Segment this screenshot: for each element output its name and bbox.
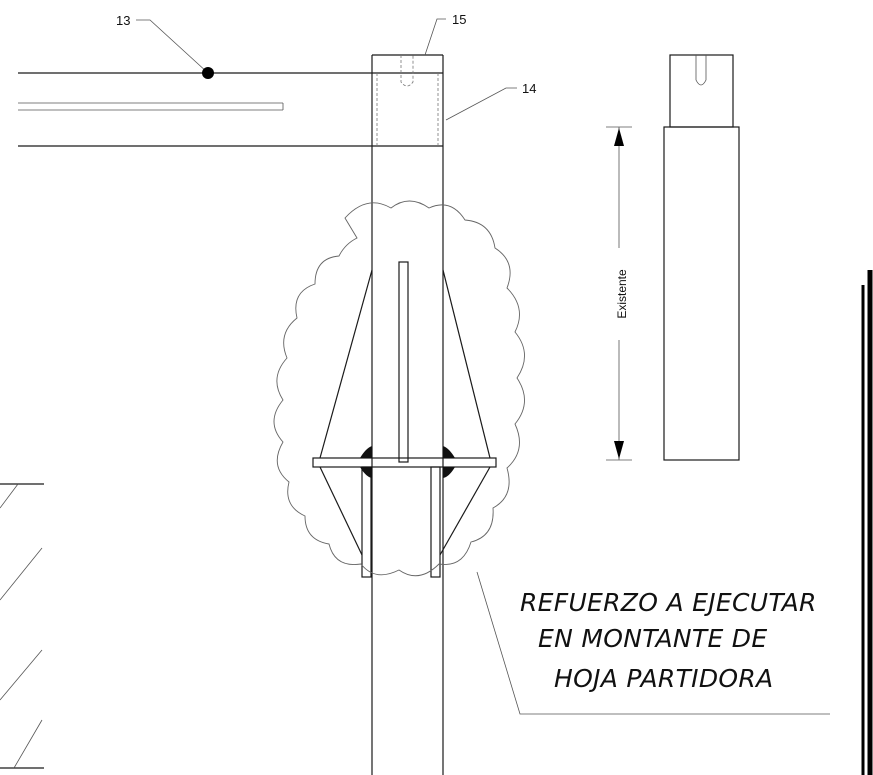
note-line-1: REFUERZO A EJECUTAR [520,588,817,617]
note-line-3: HOJA PARTIDORA [554,664,774,693]
note-leader [476,571,830,715]
main-post [371,54,444,775]
note-line-2: EN MONTANTE DE [538,624,768,653]
reinforcement-assembly [312,261,497,578]
existing-post-elevation [663,54,740,461]
callout-14: 14 [445,81,536,121]
callout-15-label: 15 [452,12,466,27]
horizontal-beam [18,72,372,147]
dimension-existente: Existente [606,126,632,461]
callout-15: 15 [424,12,466,56]
callout-13-label: 13 [116,13,130,28]
callout-14-label: 14 [522,81,536,96]
left-hatched-element [0,483,44,769]
right-border [861,270,873,775]
revision-cloud [273,200,525,577]
callout-13: 13 [116,13,214,79]
dimension-label: Existente [615,269,629,319]
